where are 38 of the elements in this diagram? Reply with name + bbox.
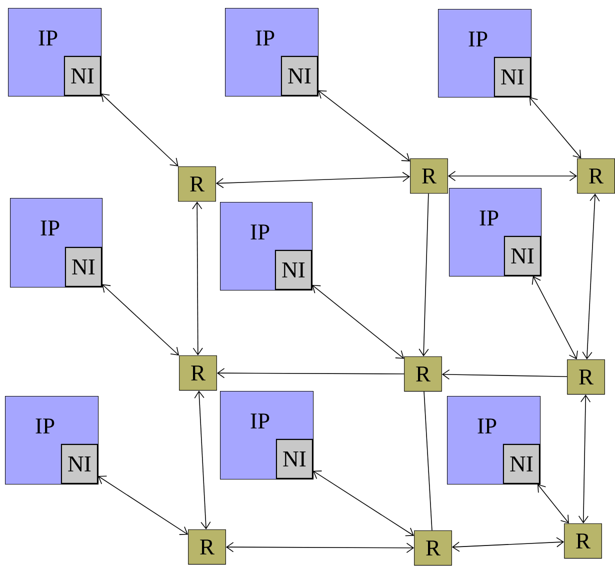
arrow	[312, 284, 404, 359]
arrow	[442, 369, 568, 380]
arrow	[216, 172, 410, 188]
arrow	[582, 194, 600, 360]
arrow	[537, 484, 569, 524]
arrow	[194, 390, 211, 530]
network-interface-box: NI	[64, 246, 102, 287]
router-box: R	[179, 355, 217, 391]
network-interface-box: NI	[494, 56, 531, 97]
network-interface-box: NI	[504, 236, 541, 276]
router-box: R	[404, 356, 442, 392]
router-box: R	[178, 166, 216, 202]
router-box: R	[410, 158, 448, 194]
arrow	[216, 368, 404, 378]
arrow	[578, 394, 591, 524]
router-box: R	[564, 523, 602, 559]
arrow	[192, 202, 203, 356]
router-box: R	[577, 158, 615, 194]
arrow	[452, 537, 564, 552]
network-interface-box: NI	[280, 56, 318, 96]
network-interface-box: NI	[60, 444, 98, 484]
router-box: R	[188, 529, 226, 565]
network-interface-box: NI	[276, 438, 313, 479]
arrow	[448, 170, 578, 182]
network-interface-box: NI	[502, 444, 540, 484]
arrow	[101, 93, 178, 166]
arrow	[102, 284, 180, 356]
network-interface-box: NI	[64, 56, 101, 96]
arrow	[313, 470, 414, 536]
arrow	[529, 97, 582, 158]
arrow	[418, 193, 429, 356]
arrow	[98, 476, 188, 535]
network-interface-box: NI	[274, 250, 312, 290]
arrow	[318, 90, 410, 162]
router-box: R	[567, 359, 605, 395]
router-box: R	[414, 530, 452, 566]
arrow	[532, 276, 578, 360]
arrow	[226, 542, 414, 553]
